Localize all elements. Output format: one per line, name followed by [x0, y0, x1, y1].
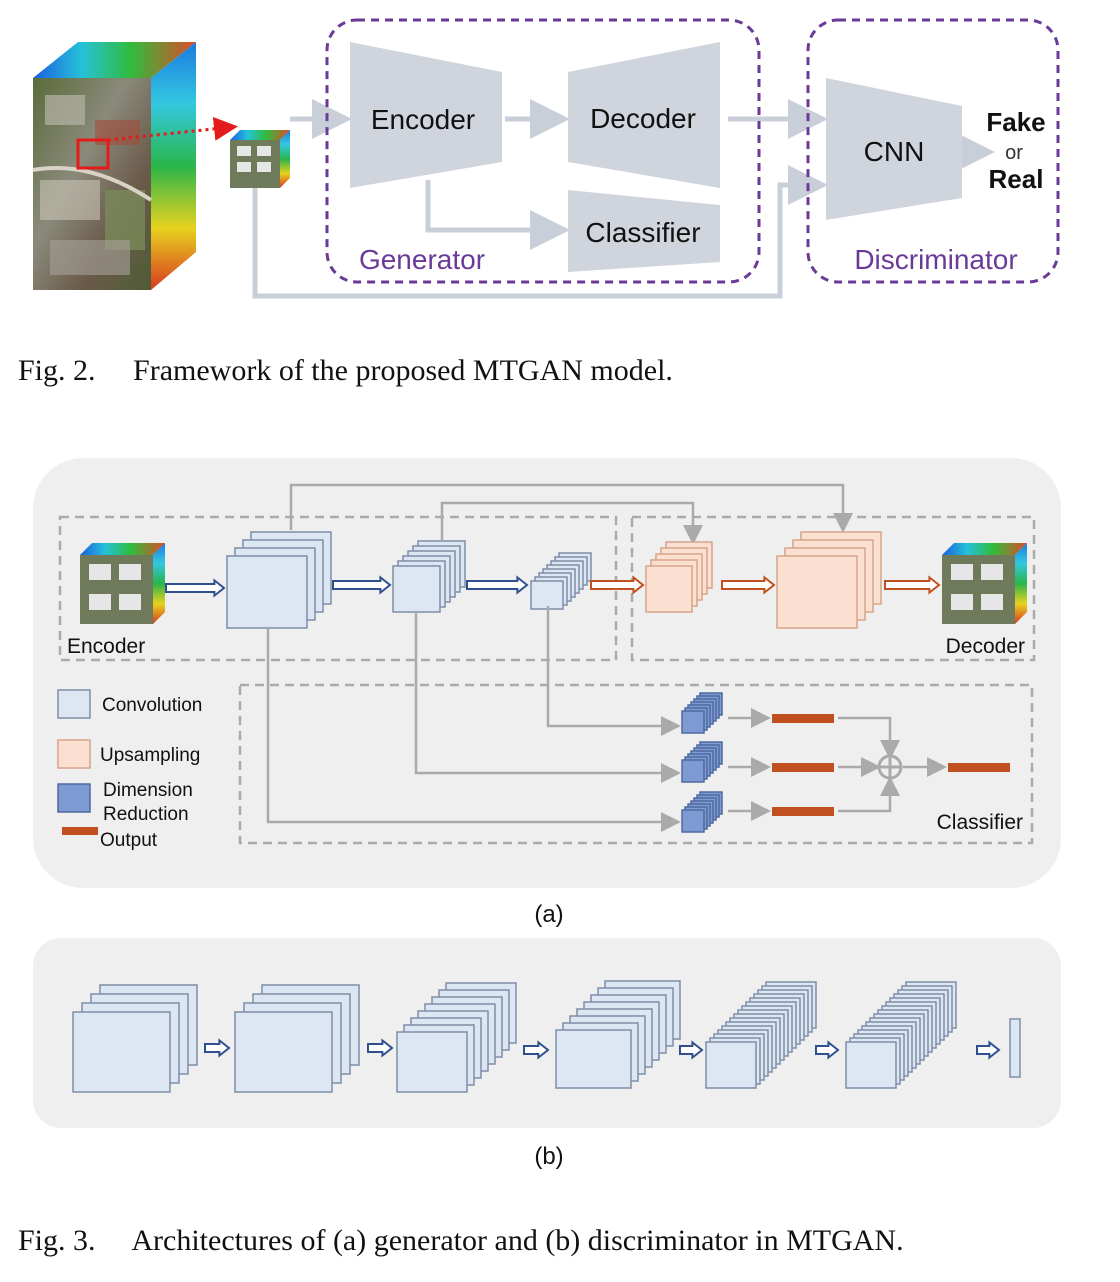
disc-flow-arrow-1: [204, 1038, 231, 1058]
fig3a-decoder-label: Decoder: [946, 635, 1025, 658]
patch-highlight-box: [76, 138, 110, 170]
disc-conv-stack-1-layer: [72, 1011, 171, 1093]
disc-flow-arrow-3: [523, 1040, 550, 1060]
disc-conv-stack-5: [705, 981, 817, 1089]
disc-conv-stack-3: [396, 982, 517, 1093]
generator-box: [325, 18, 761, 284]
dimred-stack-2: [681, 741, 723, 783]
encoder-conv-stack-3-layer: [530, 580, 564, 610]
legend-output-label: Output: [100, 830, 158, 851]
flow-arrow-5: [721, 575, 776, 595]
dimred-stack-3: [681, 791, 723, 833]
final-output-bar: [948, 763, 1010, 772]
legend-convolution-swatch: [57, 689, 91, 719]
flow-arrow-6: [884, 575, 941, 595]
flow-arrow-3: [466, 575, 529, 595]
disc-flow-arrow-4: [679, 1040, 704, 1060]
classifier-block: [568, 190, 720, 272]
disc-flow-arrow-5: [815, 1040, 840, 1060]
decoder-upsample-stack-2: [776, 531, 882, 629]
decoder-upsample-stack-1: [645, 541, 713, 613]
encoder-conv-stack-3: [530, 552, 592, 610]
dimred-stack-3-layer: [681, 809, 705, 833]
output-bar-2: [772, 763, 834, 772]
discriminator-box: [806, 18, 1060, 284]
disc-conv-stack-5-layer: [705, 1041, 757, 1089]
sum-icon: [877, 754, 903, 780]
disc-flow-arrow-6: [976, 1040, 1001, 1060]
encoder-conv-stack-1: [226, 531, 332, 629]
decoder-block: [568, 42, 720, 188]
decoder-dashed-box: [630, 515, 1036, 662]
fig2-generator-label: Generator: [359, 244, 485, 275]
output-patch-image: [942, 543, 1027, 624]
disc-conv-stack-6: [845, 981, 957, 1089]
legend-upsampling-label: Upsampling: [100, 745, 200, 766]
disc-flow-arrow-2: [367, 1038, 394, 1058]
decoder-upsample-stack-1-layer: [645, 565, 693, 613]
fig2-diagram: [32, 18, 1060, 299]
encoder-dashed-box: [58, 515, 618, 662]
fig2-classifier-label: Classifier: [585, 217, 700, 248]
legend-reduction-label: Reduction: [103, 804, 189, 825]
fig2-or-label: or: [1005, 142, 1023, 164]
encoder-block: [350, 42, 502, 188]
disc-conv-stack-1: [72, 984, 198, 1093]
flow-arrow-1: [165, 578, 226, 598]
patch-cube-image: [230, 130, 290, 188]
fig2-decoder-label: Decoder: [590, 103, 696, 134]
encoder-conv-stack-2-layer: [392, 565, 441, 613]
disc-conv-stack-4-layer: [555, 1029, 632, 1089]
output-bar-1: [772, 714, 834, 723]
flow-arrow-2: [332, 575, 392, 595]
disc-conv-stack-3-layer: [396, 1031, 468, 1093]
fig2-cnn-label: CNN: [864, 136, 925, 167]
dimred-stack-2-layer: [681, 759, 705, 783]
flow-arrow-4: [590, 575, 645, 595]
fig3a-sublabel: (a): [534, 901, 563, 928]
disc-conv-stack-6-layer: [845, 1041, 897, 1089]
disc-conv-stack-2-layer: [234, 1011, 333, 1093]
fig3a-classifier-label: Classifier: [937, 811, 1023, 834]
fig2-fake-label: Fake: [986, 107, 1045, 137]
dimred-stack-1: [681, 692, 723, 734]
output-bar-3: [772, 807, 834, 816]
legend: [57, 689, 98, 835]
fig2-caption: Fig. 2. Framework of the proposed MTGAN …: [18, 354, 673, 387]
fig3a-encoder-label: Encoder: [67, 635, 145, 658]
cnn-block: [826, 78, 962, 220]
encoder-conv-stack-1-layer: [226, 555, 308, 629]
legend-dimension-label: Dimension: [103, 780, 193, 801]
legend-output-swatch: [62, 827, 98, 835]
legend-convolution-label: Convolution: [102, 695, 202, 716]
discriminator-output-layer: [1009, 1018, 1021, 1078]
fig2-discriminator-label: Discriminator: [854, 244, 1017, 275]
fig3-caption: Fig. 3. Architectures of (a) generator a…: [18, 1224, 904, 1257]
dimred-stack-1-layer: [681, 710, 705, 734]
disc-conv-stack-4: [555, 980, 681, 1089]
legend-dimension-reduction-swatch: [57, 783, 91, 813]
legend-upsampling-swatch: [57, 739, 91, 769]
disc-conv-stack-2: [234, 984, 360, 1093]
decoder-upsample-stack-2-layer: [776, 555, 858, 629]
hyperspectral-cube-image: [32, 42, 238, 290]
fig2-real-label: Real: [989, 164, 1044, 194]
fig3b-sublabel: (b): [534, 1143, 563, 1170]
classifier-dashed-box: [238, 683, 1034, 845]
fig2-encoder-label: Encoder: [371, 104, 475, 135]
input-patch-image: [80, 543, 165, 624]
